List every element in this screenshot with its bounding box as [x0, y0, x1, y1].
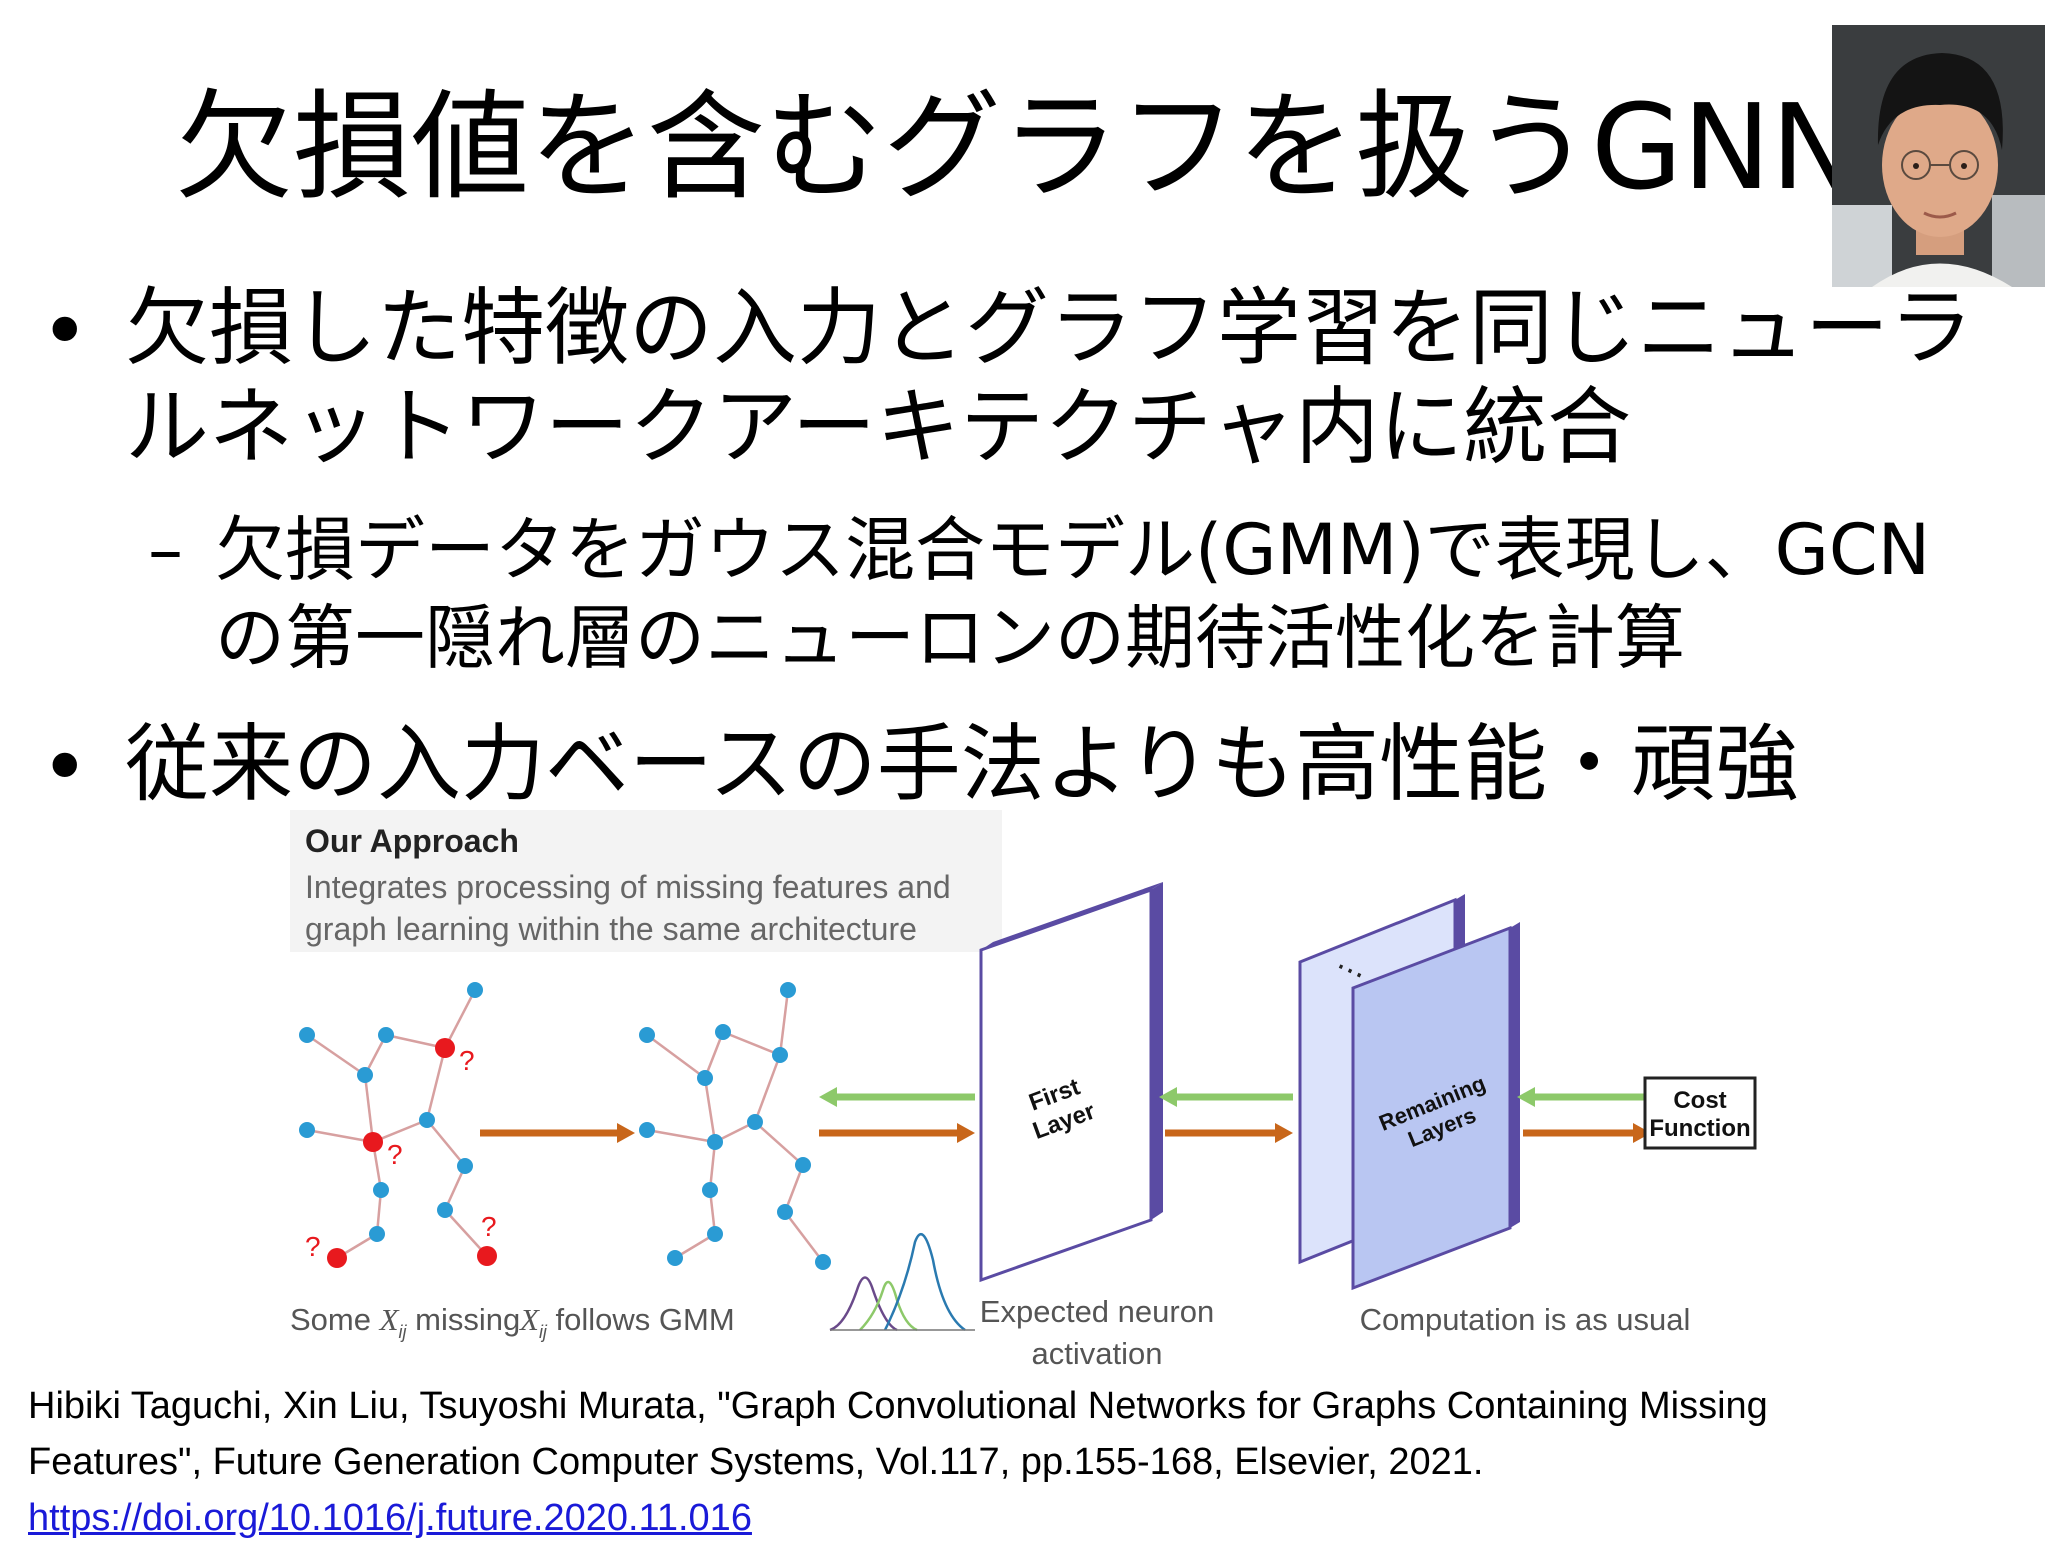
- subbullet-line-2: の第一隠れ層のニューロンの期待活性化を計算: [215, 597, 1685, 679]
- backward-arrow: [819, 1087, 975, 1107]
- missing-mark: ?: [481, 1211, 497, 1242]
- missing-node: [363, 1132, 383, 1152]
- backward-arrow: [1517, 1087, 1645, 1107]
- missing-mark: ?: [305, 1231, 321, 1262]
- approach-figure: Our Approach Integrates processing of mi…: [285, 810, 1885, 1371]
- bullet-2-line-1: 従来の入力ベースの手法よりも高性能・頑強: [125, 715, 1800, 813]
- approach-description-line-2: graph learning within the same architect…: [305, 911, 917, 947]
- bullet-marker: •: [40, 718, 90, 816]
- graph-complete: [646, 989, 824, 1263]
- bullet-1-line-1: 欠損した特徴の入力とグラフ学習を同じニューラ: [125, 279, 1974, 377]
- remaining-layers: ⋯ Remaining Layers: [1298, 894, 1520, 1291]
- caption-expected-line-2: activation: [1032, 1336, 1163, 1370]
- approach-heading: Our Approach: [305, 823, 519, 859]
- cost-function-label: Cost: [1673, 1087, 1726, 1114]
- approach-panel: [290, 810, 1002, 952]
- bullet-marker: •: [40, 282, 90, 380]
- caption-gmm: Xij follows GMM: [518, 1302, 735, 1342]
- subbullet-marker: –: [148, 509, 183, 591]
- cost-function-label: Function: [1649, 1115, 1750, 1142]
- subbullet-line-1: 欠損データをガウス混合モデル(GMM)で表現し、GCN: [215, 509, 1931, 591]
- graph-complete-nodes: [639, 982, 831, 1270]
- first-layer: First Layer: [979, 882, 1163, 1283]
- caption-expected-line-1: Expected neuron: [980, 1294, 1214, 1329]
- graph-with-missing: [306, 989, 488, 1260]
- gmm-curves: [829, 1232, 975, 1332]
- forward-arrow: [1165, 1123, 1293, 1143]
- citation: Hibiki Taguchi, Xin Liu, Tsuyoshi Murata…: [28, 1378, 1768, 1546]
- forward-arrow: [819, 1123, 975, 1143]
- approach-description-line-1: Integrates processing of missing feature…: [305, 869, 951, 905]
- cost-function-box: Cost Function: [1643, 1076, 1757, 1150]
- bullet-1-line-2: ルネットワークアーキテクチャ内に統合: [125, 378, 1632, 476]
- missing-node: [435, 1038, 455, 1058]
- citation-line-2: Features", Future Generation Computer Sy…: [28, 1441, 1484, 1483]
- citation-line-1: Hibiki Taguchi, Xin Liu, Tsuyoshi Murata…: [28, 1385, 1768, 1427]
- caption-missing: Some Xij missing: [290, 1302, 520, 1342]
- graph-with-missing-nodes: ? ? ? ?: [299, 982, 497, 1268]
- missing-node: [327, 1248, 347, 1268]
- missing-node: [477, 1246, 497, 1266]
- backward-arrow: [1159, 1087, 1293, 1107]
- slide-title: 欠損値を含むグラフを扱うGNN: [175, 78, 1859, 216]
- doi-link[interactable]: https://doi.org/10.1016/j.future.2020.11…: [28, 1497, 752, 1539]
- missing-mark: ?: [459, 1045, 475, 1076]
- missing-mark: ?: [387, 1139, 403, 1170]
- forward-arrow: [1523, 1123, 1651, 1143]
- presenter-photo: [1832, 25, 2045, 287]
- forward-arrow: [480, 1123, 635, 1143]
- caption-usual: Computation is as usual: [1360, 1302, 1691, 1337]
